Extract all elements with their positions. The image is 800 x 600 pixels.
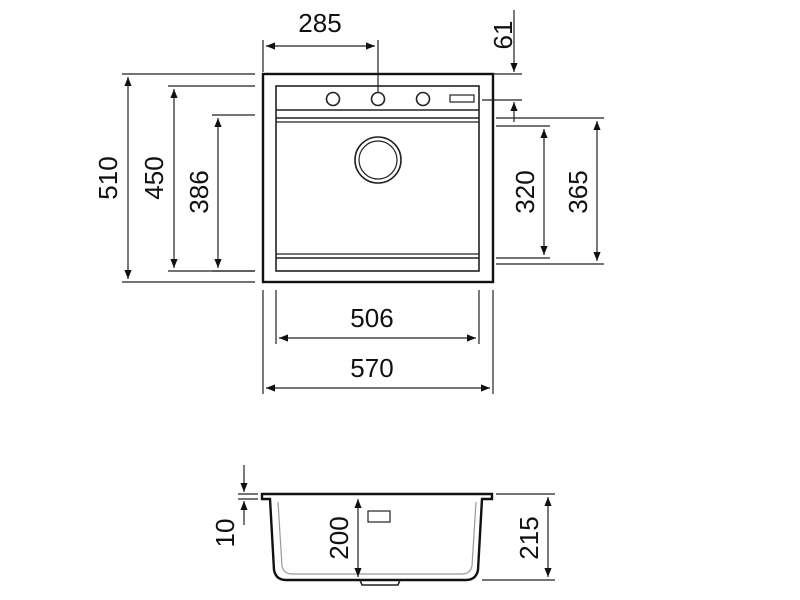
dim-tap-offset: 285 <box>262 8 379 92</box>
sink-side-profile-outer <box>260 492 494 582</box>
dim-bowl-depth: 386 <box>184 114 255 272</box>
dim-label-506: 506 <box>350 303 393 333</box>
dim-label-10: 10 <box>210 519 240 548</box>
side-view: 10 200 215 <box>210 465 555 586</box>
overflow-slot <box>449 94 475 103</box>
dim-back-offset: 61 <box>482 10 522 122</box>
dim-label-200: 200 <box>324 516 354 559</box>
dim-label-510: 510 <box>93 156 123 199</box>
tap-hole-left <box>325 91 341 107</box>
tap-hole-center <box>370 91 386 107</box>
dim-bowl-height: 200 <box>324 499 362 577</box>
drain-outlet <box>359 579 401 586</box>
dim-rim-thickness: 10 <box>210 465 258 547</box>
drain-outer <box>354 136 402 184</box>
dim-bowl-width: 506 <box>275 290 480 344</box>
dim-label-285: 285 <box>298 8 341 38</box>
dim-label-365: 365 <box>563 170 593 213</box>
dim-right-320: 320 <box>496 125 550 259</box>
dim-label-386: 386 <box>184 170 214 213</box>
dim-right-365: 365 <box>496 117 604 265</box>
dim-label-61: 61 <box>488 21 518 50</box>
top-view: 285 61 510 450 386 <box>93 8 604 394</box>
dim-label-215: 215 <box>514 516 544 559</box>
dim-inner-depth: 450 <box>139 85 255 272</box>
overflow-marker <box>367 510 391 523</box>
tap-hole-right <box>415 91 431 107</box>
dim-overall-width: 570 <box>262 290 494 394</box>
dim-overall-depth: 510 <box>93 73 255 283</box>
dim-overall-height: 215 <box>482 493 555 581</box>
drain-inner <box>358 140 398 180</box>
dim-label-570: 570 <box>350 353 393 383</box>
dim-label-450: 450 <box>139 156 169 199</box>
sink-side-profile-inner <box>277 501 477 575</box>
dim-label-320: 320 <box>510 170 540 213</box>
